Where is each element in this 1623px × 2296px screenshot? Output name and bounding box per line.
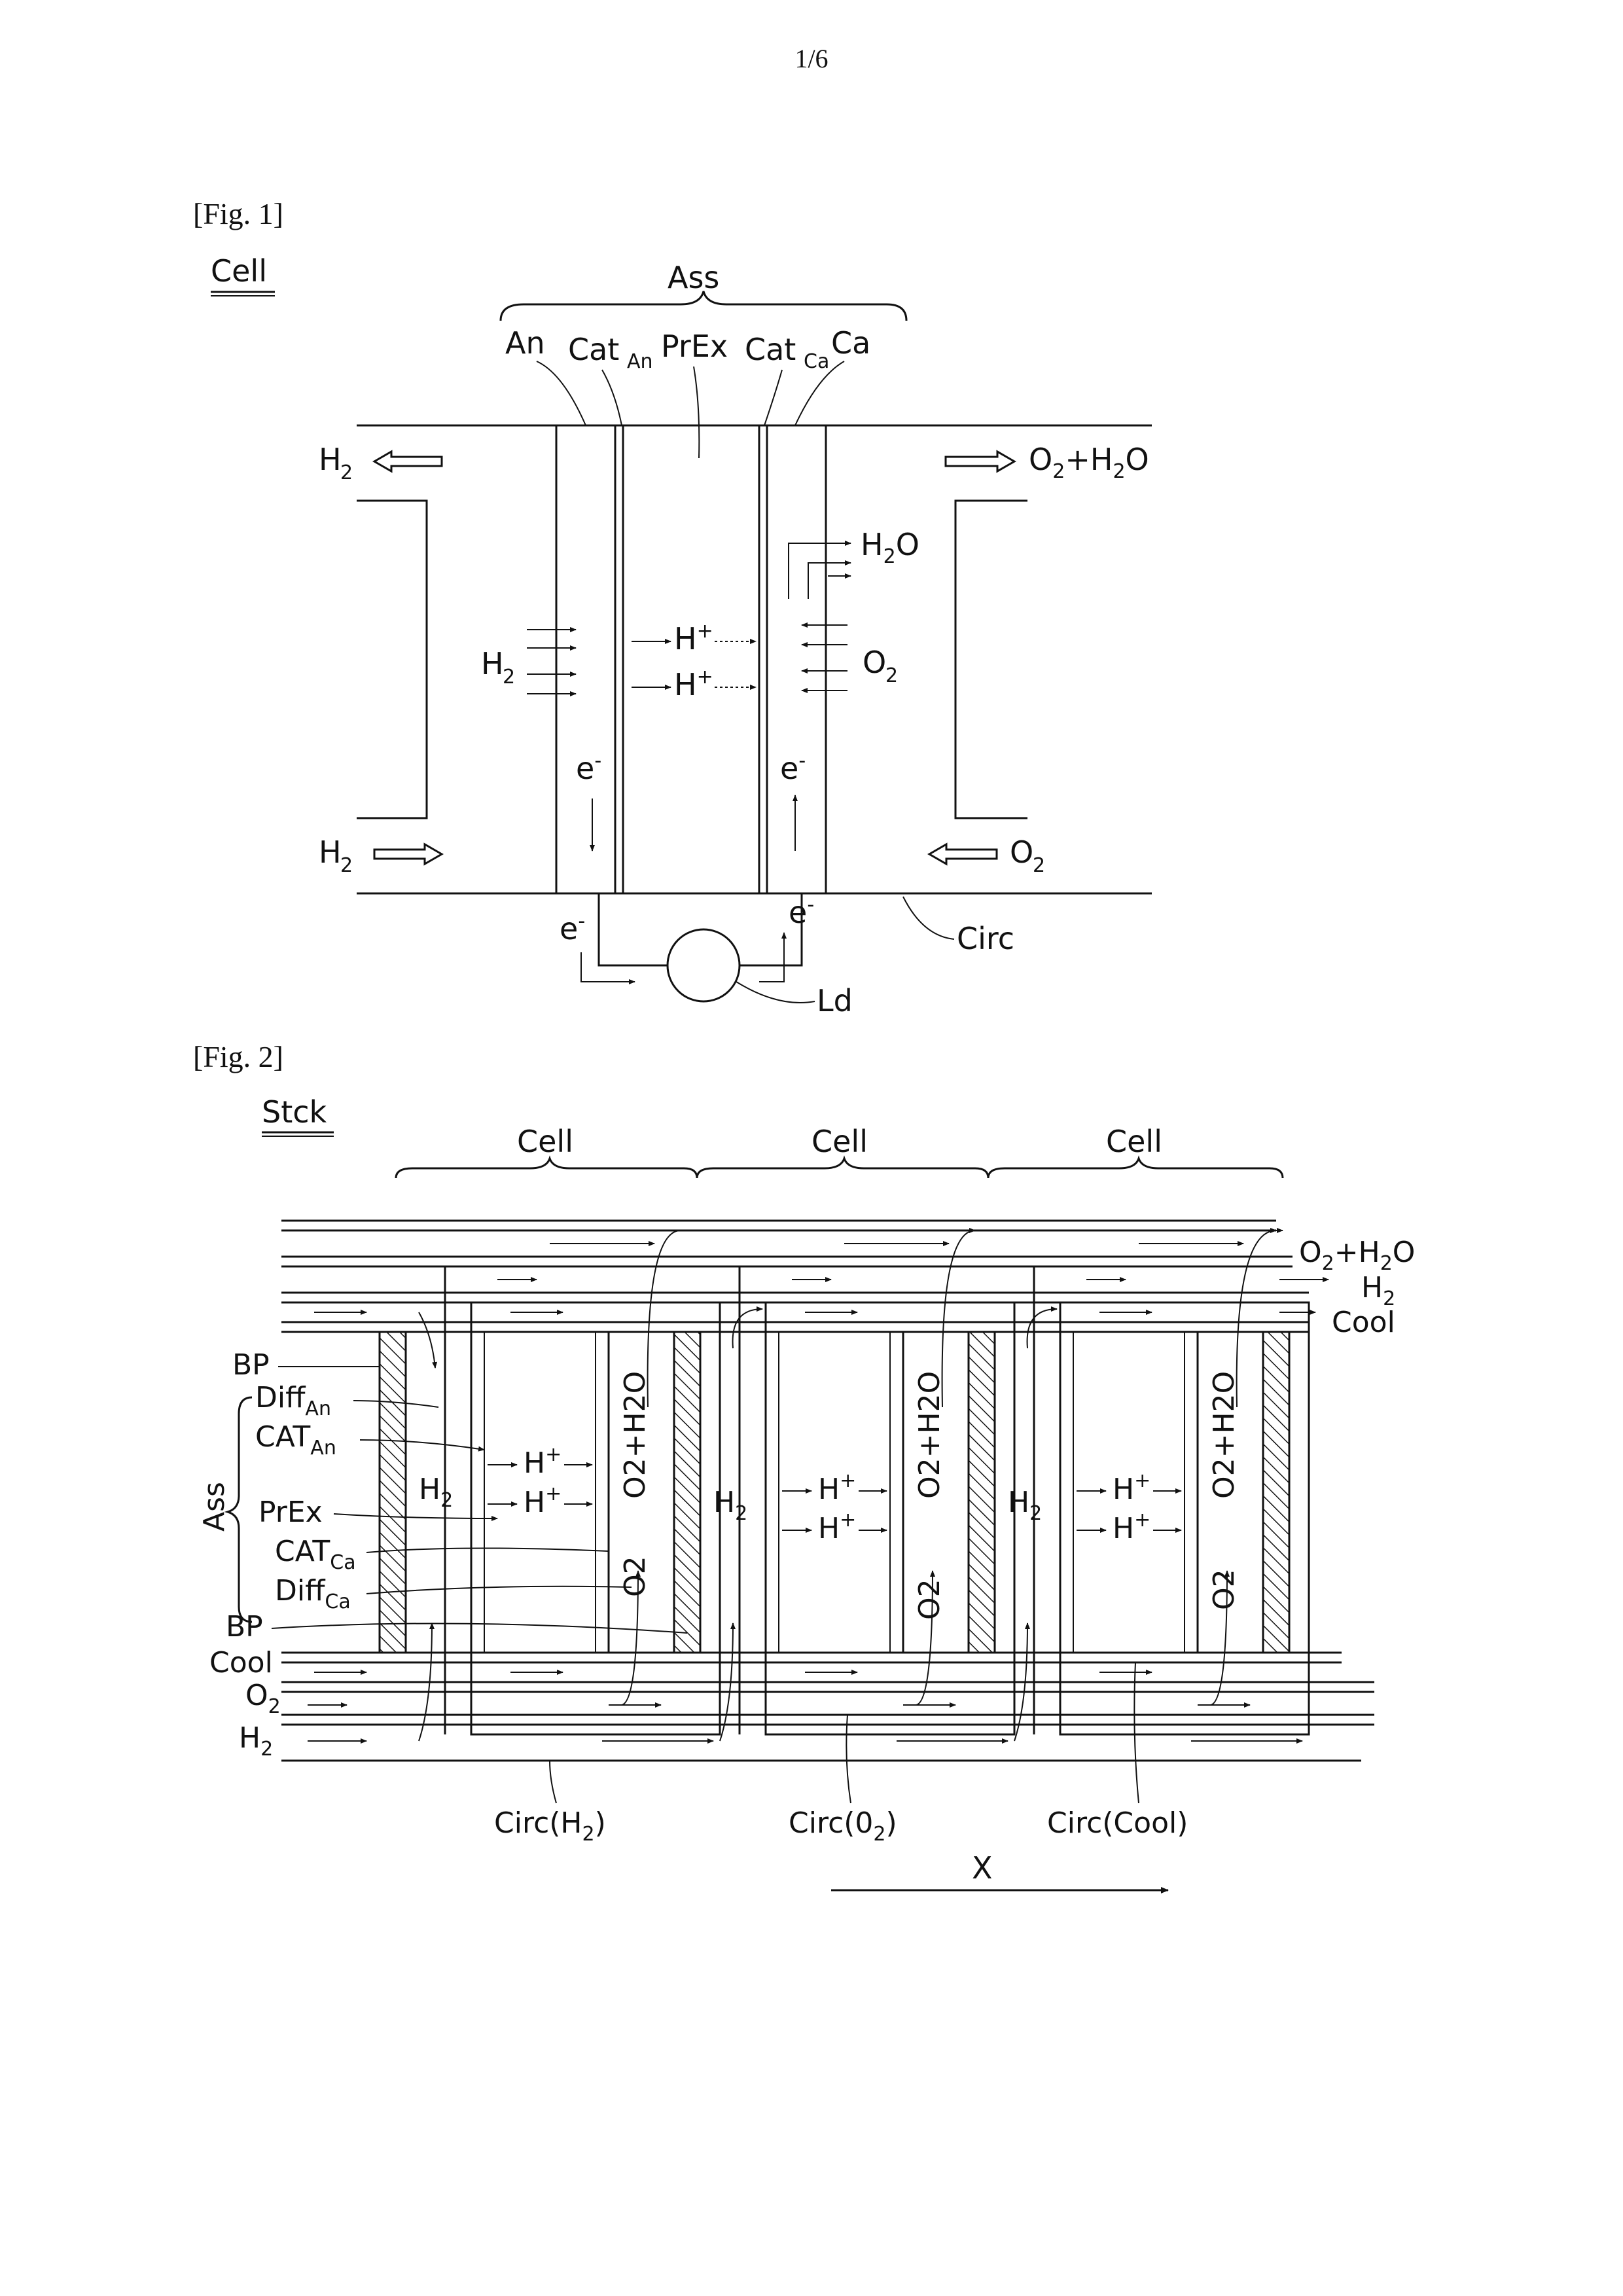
fig1-h2-out-arrow bbox=[374, 452, 442, 471]
fig1-cat-ca-label: Cat bbox=[745, 332, 796, 367]
fig2-title: Stck bbox=[262, 1094, 327, 1130]
fig2-bipolar-plate-1 bbox=[380, 1332, 406, 1653]
fig1-o2-flow-arrows bbox=[802, 625, 847, 691]
fig1-anode-channel bbox=[357, 501, 427, 818]
fig1-o2h2o-out-label: O2+H2O bbox=[1029, 442, 1149, 483]
fig2-cell3-vert-o2: O2 bbox=[1207, 1569, 1241, 1610]
fig1-eminus-cathode: e- bbox=[780, 749, 806, 786]
fig1-diagram: Cell Ass An Cat An PrEx Cat Ca Ca bbox=[211, 253, 1152, 1018]
fig2-circ-h2-label: Circ(H2) bbox=[494, 1806, 606, 1846]
fig1-h2o-label: H2O bbox=[861, 527, 919, 568]
fig1-o2h2o-out-arrow bbox=[946, 452, 1014, 471]
fig2-cat-ca-label: CATCa bbox=[275, 1535, 356, 1574]
fig2-hplus-arrows: H+ H+ H+ H+ H+ H+ bbox=[488, 1443, 1181, 1545]
fig2-h2-in-label: H2 bbox=[239, 1721, 273, 1761]
fig2-prex-label: PrEx bbox=[259, 1496, 323, 1529]
fig1-eminus-anode: e- bbox=[576, 749, 601, 786]
fig2-cell-label-3: Cell bbox=[1106, 1124, 1162, 1159]
fig1-eminus-circ-left: e- bbox=[560, 910, 585, 946]
fig2-cell-label-2: Cell bbox=[812, 1124, 868, 1159]
fig2-bp-top-label: BP bbox=[232, 1348, 270, 1382]
fig1-eminus-circ-right: e- bbox=[789, 893, 814, 930]
fig2-cell1-vert-o2: O2 bbox=[618, 1556, 652, 1597]
fig2-cell-brace-3 bbox=[988, 1158, 1283, 1178]
fig2-bipolar-plate-3 bbox=[969, 1332, 995, 1653]
fig2-cell3-h2: H2 bbox=[1008, 1486, 1042, 1525]
fig2-cat-an-label: CATAn bbox=[255, 1420, 336, 1460]
svg-text:2: 2 bbox=[885, 664, 898, 687]
fig2-cell-label-1: Cell bbox=[517, 1124, 573, 1159]
fig1-h2-flow-arrows bbox=[527, 630, 576, 694]
fig1-cat-ca-sub: Ca bbox=[804, 350, 829, 373]
fig1-hplus-top: H+ bbox=[674, 620, 713, 656]
svg-text:H+: H+ bbox=[524, 1443, 562, 1480]
fig1-cathode-channel bbox=[955, 501, 1027, 818]
svg-text:H+: H+ bbox=[818, 1469, 856, 1506]
svg-text:2: 2 bbox=[340, 854, 353, 877]
fig1-cat-an-sub: An bbox=[627, 350, 653, 373]
fig1-load bbox=[668, 929, 740, 1001]
fig2-cell1-h2: H2 bbox=[419, 1473, 453, 1512]
fig1-ld-label: Ld bbox=[817, 983, 853, 1018]
fig2-ass-label: Ass bbox=[198, 1482, 231, 1532]
fig1-o2-in-label: O bbox=[1010, 834, 1033, 870]
svg-text:H+: H+ bbox=[818, 1509, 856, 1545]
fig1-ass-brace bbox=[501, 291, 906, 321]
fig1-hplus-bottom: H+ bbox=[674, 666, 713, 702]
fig1-ca-label: Ca bbox=[831, 325, 870, 361]
fig1-circ-label: Circ bbox=[957, 921, 1014, 956]
fig2-cell2-vert-o2: O2 bbox=[913, 1579, 946, 1620]
fig2-out-cool: Cool bbox=[1332, 1306, 1395, 1339]
fig1-o2-inner-label: O bbox=[863, 645, 886, 680]
fig2-diff-an-label: DiffAn bbox=[255, 1381, 331, 1420]
fig1-an-label: An bbox=[505, 325, 545, 361]
fig1-title: Cell bbox=[211, 253, 267, 289]
fig1-h2-in-label: H bbox=[319, 834, 342, 870]
fig1-h2-out-label: H bbox=[319, 442, 342, 477]
fig2-cell1-vert-o2h2o: O2+H2O bbox=[618, 1371, 652, 1499]
fig2-cell2-h2: H2 bbox=[713, 1486, 747, 1525]
fig2-ass-brace bbox=[228, 1397, 252, 1622]
svg-text:2: 2 bbox=[503, 666, 515, 689]
svg-text:H+: H+ bbox=[524, 1482, 562, 1519]
fig1-circuit-left bbox=[599, 893, 668, 965]
fig2-circ-cool-label: Circ(Cool) bbox=[1047, 1806, 1188, 1840]
fig2-out-h2: H2 bbox=[1361, 1271, 1395, 1310]
fig1-cathode bbox=[767, 425, 826, 893]
fig2-diff-ca-label: DiffCa bbox=[275, 1574, 351, 1613]
fig2-bp-bottom-label: BP bbox=[226, 1610, 263, 1643]
fig2-cell-brace-2 bbox=[697, 1158, 988, 1178]
fig2-cell3-vert-o2h2o: O2+H2O bbox=[1207, 1371, 1241, 1499]
svg-text:H+: H+ bbox=[1113, 1509, 1150, 1545]
fig1-prex-label: PrEx bbox=[661, 329, 728, 364]
fig2-out-o2h2o: O2+H2O bbox=[1299, 1236, 1415, 1275]
fig2-circ-o2-label: Circ(02) bbox=[789, 1806, 897, 1846]
fig2-diagram: Stck Cell Cell Cell bbox=[198, 1094, 1415, 1890]
fig2-cell2-vert-o2h2o: O2+H2O bbox=[913, 1371, 946, 1499]
svg-text:2: 2 bbox=[1033, 854, 1045, 877]
fig2-top-manifolds bbox=[281, 1221, 1309, 1332]
fig2-cell-brace-1 bbox=[396, 1158, 697, 1178]
svg-text:H+: H+ bbox=[1113, 1469, 1150, 1506]
fig2-o2-in-label: O2 bbox=[245, 1679, 281, 1718]
fig2-x-label: X bbox=[972, 1850, 993, 1886]
fig2-cool-label: Cool bbox=[209, 1646, 273, 1679]
fig2-bipolar-plate-2 bbox=[674, 1332, 700, 1653]
fig1-cat-an-label: Cat bbox=[568, 332, 619, 367]
fig1-o2-in-arrow bbox=[929, 844, 997, 864]
fig2-bipolar-plate-4 bbox=[1263, 1332, 1289, 1653]
fig1-h2-inner-label: H bbox=[481, 646, 504, 681]
fig1-anode bbox=[556, 425, 615, 893]
fig1-h2-in-arrow bbox=[374, 844, 442, 864]
fig1-ass-label: Ass bbox=[668, 260, 719, 295]
svg-text:2: 2 bbox=[340, 461, 353, 484]
